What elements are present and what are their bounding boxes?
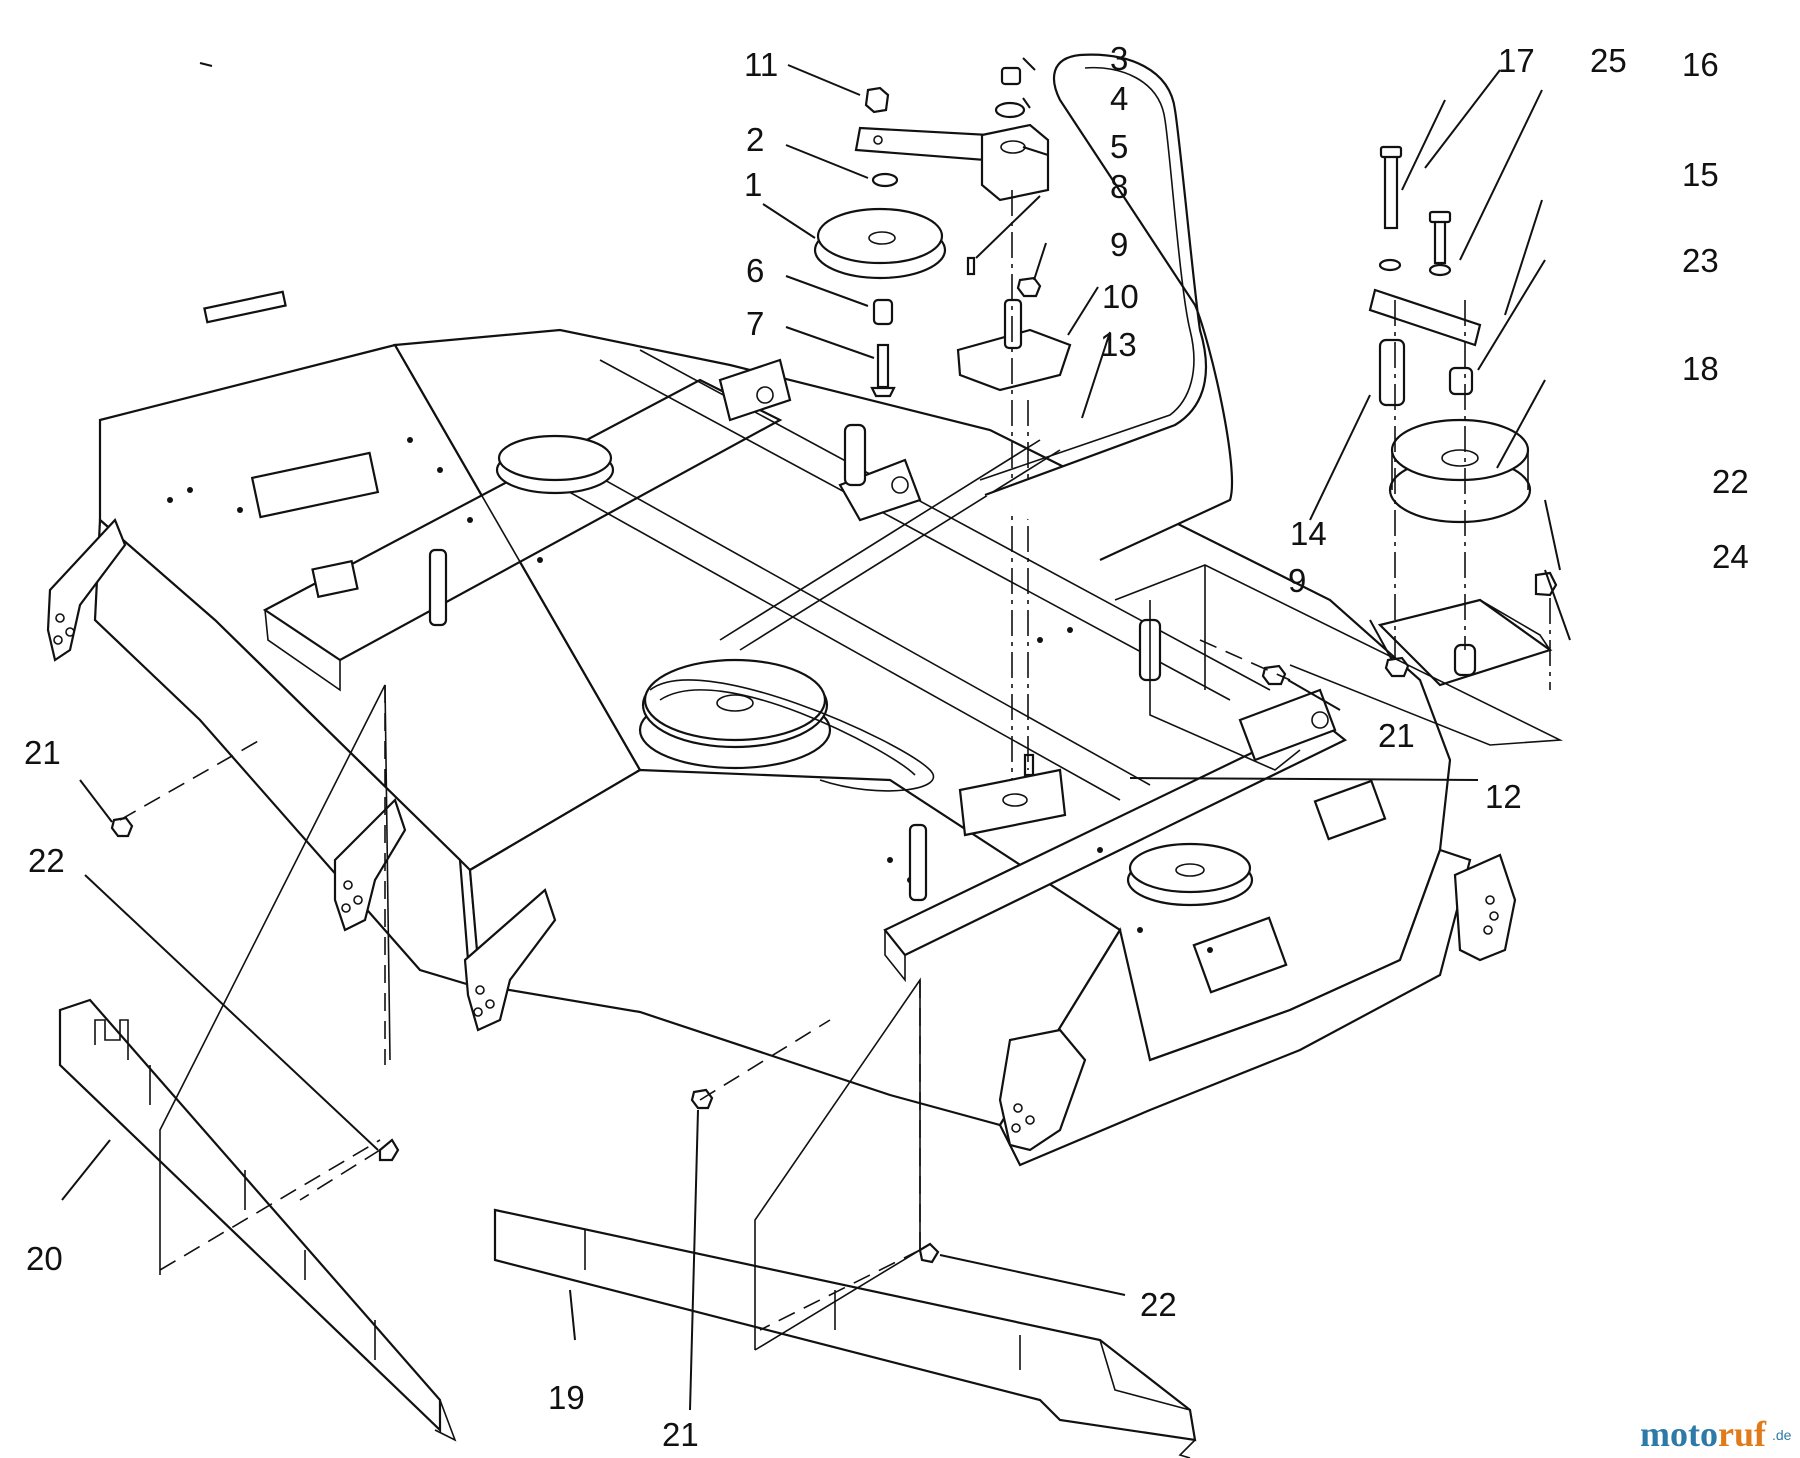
callout-labels: 1 2 3 4 5 6 7 8 9 10 11 12 13 14 15 16 1… [24,40,1749,1453]
baffle-envelopes [159,684,921,1351]
leader-lines [61,57,1571,1411]
callout-11: 11 [744,46,778,83]
callout-14: 14 [1290,515,1327,552]
motoruf-watermark: moto ruf .de [1640,1414,1792,1454]
callout-7: 7 [746,305,764,342]
callout-23: 23 [1682,242,1719,279]
callout-20: 20 [26,1240,63,1277]
drive-belt [984,53,1234,561]
idler-arm-assembly [813,66,1072,780]
right-spindle-pulley [1126,842,1254,907]
watermark-brand-b: ruf [1718,1414,1767,1454]
callout-3: 3 [1110,40,1128,77]
callout-4: 4 [1110,80,1128,117]
callout-2: 2 [746,121,764,158]
callout-10: 10 [1102,278,1139,315]
callout-25: 25 [1590,42,1627,79]
callout-22-right: 22 [1712,463,1749,500]
watermark-suffix: .de [1772,1427,1792,1443]
callout-9-right: 9 [1288,562,1306,599]
callout-1: 1 [744,166,762,203]
callout-9: 9 [1110,226,1128,263]
callout-22-bottom: 22 [1140,1286,1177,1323]
callout-19: 19 [548,1379,585,1416]
left-baffle [58,998,457,1442]
idler-mount-plate [958,768,1067,837]
callout-24: 24 [1712,538,1749,575]
loose-hardware [110,739,940,1331]
callout-21-left: 21 [24,734,61,771]
callout-15: 15 [1682,156,1719,193]
callout-5: 5 [1110,128,1128,165]
callout-22-left: 22 [28,842,65,879]
deck-hanger-brackets [46,358,1517,1152]
callout-17: 17 [1498,42,1535,79]
callout-6: 6 [746,252,764,289]
callout-21-bottom: 21 [662,1416,699,1453]
callout-21-right: 21 [1378,717,1415,754]
callout-18: 18 [1682,350,1719,387]
right-baffle [493,1208,1197,1458]
callout-8: 8 [1110,168,1128,205]
callout-13: 13 [1100,326,1137,363]
deck-belt-route [649,679,935,792]
right-idler-assembly [1114,145,1564,771]
callout-16: 16 [1682,46,1719,83]
callout-12: 12 [1485,778,1522,815]
left-spindle-pulley [495,434,615,495]
watermark-brand-a: moto [1640,1414,1718,1454]
